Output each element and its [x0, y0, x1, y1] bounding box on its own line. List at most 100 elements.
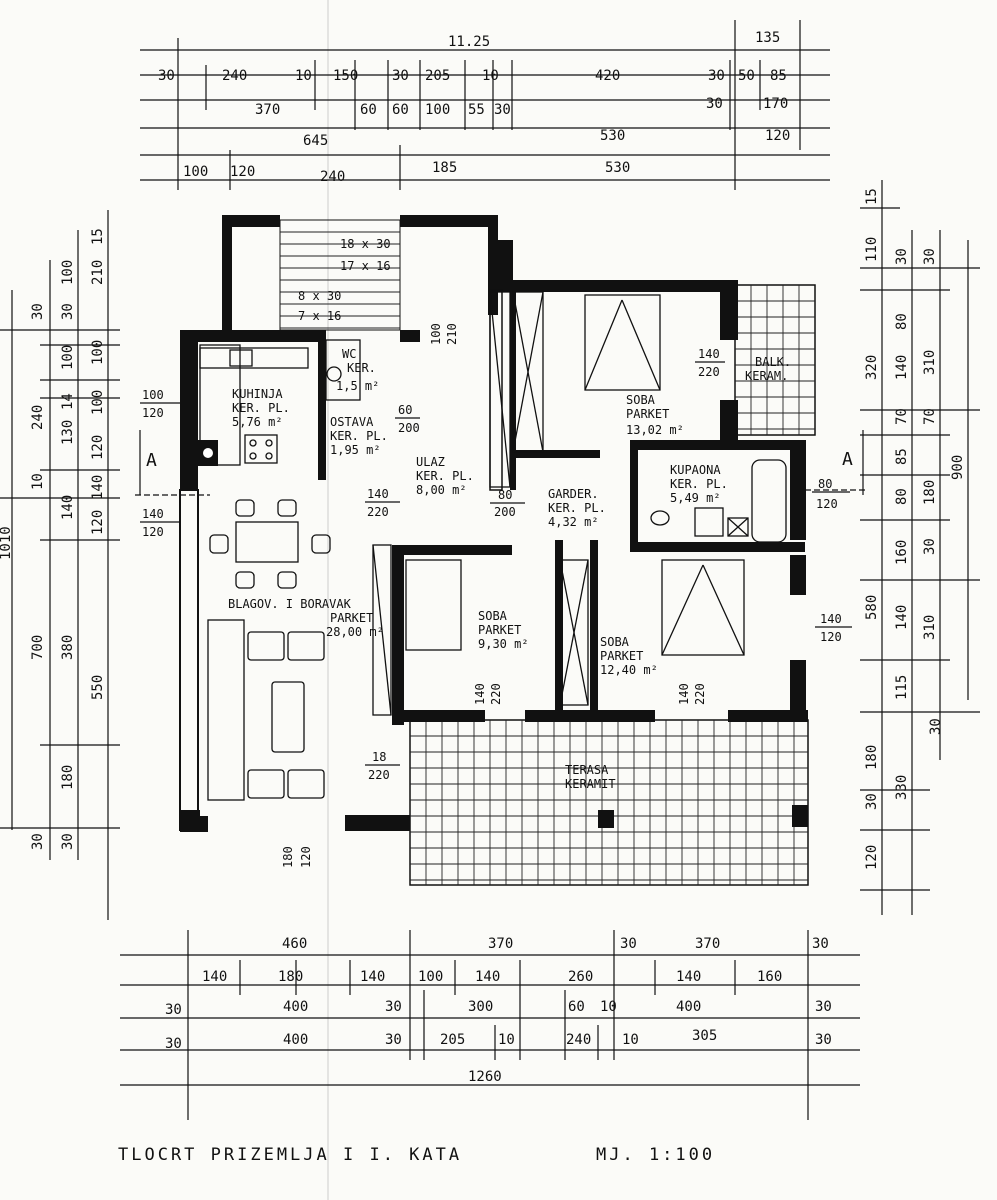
room-terasa-floor: KERAMIT: [565, 777, 616, 791]
dim-r3-1: 15: [864, 188, 880, 205]
dim-b3-4: 60: [568, 999, 585, 1015]
dim-l2-8: 180: [60, 765, 76, 790]
right-dimension-chains: 900 320 580 330 120 110 15 30 140 70 85 …: [860, 180, 980, 915]
dim-b4-2: 30: [385, 1032, 402, 1048]
dim-r3-10: 180: [864, 745, 880, 770]
dim-l3-4: 100: [90, 340, 106, 365]
open-blagov-s-w: 180: [281, 846, 295, 868]
dining-table: [235, 521, 299, 563]
dim-b3-7: 30: [815, 999, 832, 1015]
open-stair-h: 210: [445, 323, 459, 345]
open-soba2-h: 220: [489, 683, 503, 705]
open-kupaona-w: 80: [818, 477, 832, 491]
dim-r3-6: 80: [894, 488, 910, 505]
dim-t1-10: 85: [770, 68, 787, 84]
dim-t1-9: 50: [738, 68, 755, 84]
dim-r-330: 330: [894, 775, 910, 800]
dim-t4-2: 240: [320, 169, 345, 185]
room-kupaona-floor: KER. PL.: [670, 477, 728, 491]
room-soba1-floor: PARKET: [626, 407, 669, 421]
dim-b4-4: 10: [498, 1032, 515, 1048]
dim-b4-8: 30: [815, 1032, 832, 1048]
section-marks: A A: [135, 430, 865, 496]
open-blagov-s-h: 120: [299, 846, 313, 868]
room-blagov-name: BLAGOV. I BORAVAK: [228, 597, 352, 611]
open-terasa-w: 18: [372, 750, 386, 764]
dim-t3-0: 645: [303, 133, 328, 149]
toilet-icon: [326, 366, 342, 382]
open-ulaz-w: 140: [367, 487, 389, 501]
wardrobe-middle: [559, 559, 589, 706]
dim-b3-0: 30: [165, 1002, 182, 1018]
open-kuhinja-w: 100: [142, 388, 164, 402]
room-terasa-name: TERASA: [565, 763, 609, 777]
dim-t1-5: 205: [425, 68, 450, 84]
dim-b4-0: 30: [165, 1036, 182, 1052]
dim-b2-0: 140: [202, 969, 227, 985]
bottom-dimension-chains: 460 370 30 370 30 140 180 140 100 140 26…: [120, 930, 860, 1120]
dim-l2-7: 380: [60, 635, 76, 660]
dim-r3-11: 30: [864, 793, 880, 810]
dim-t2-6: 30: [706, 96, 723, 112]
dim-t2-4: 55: [468, 102, 485, 118]
room-balk-floor: KERAM.: [745, 369, 788, 383]
dim-b2-6: 140: [676, 969, 701, 985]
drawing-title: TLOCRT PRIZEMLJA I I. KATA: [118, 1145, 462, 1165]
dim-t2-2: 60: [392, 102, 409, 118]
dim-l2-1: 30: [60, 303, 76, 320]
room-kuhinja-area: 5,76 m²: [232, 415, 283, 429]
dim-l2-5: 140: [60, 495, 76, 520]
dim-b2-3: 100: [418, 969, 443, 985]
room-blagov-area: 28,00 m²: [326, 625, 384, 639]
section-mark-right: A: [842, 449, 853, 470]
open-soba2-w: 140: [473, 683, 487, 705]
dim-r4-6: 310: [922, 615, 938, 640]
dim-t4-0: 100: [183, 164, 208, 180]
dim-t2-7: 170: [763, 96, 788, 112]
dim-r3-8: 140: [894, 605, 910, 630]
open-soba3-h: 220: [693, 683, 707, 705]
kitchen-counter: [199, 344, 241, 466]
dim-b3-2: 30: [385, 999, 402, 1015]
open-kuhinja-h: 120: [142, 406, 164, 420]
section-mark-left: A: [146, 450, 157, 471]
dim-b3-1: 400: [283, 999, 308, 1015]
room-ulaz-area: 8,00 m²: [416, 483, 467, 497]
open-soba3-win-h: 120: [820, 630, 842, 644]
bed-room3: [661, 559, 745, 656]
wardrobe-master: [512, 291, 544, 453]
open-terasa-h: 220: [368, 768, 390, 782]
room-wc-name: WC: [342, 347, 356, 361]
dim-b4-3: 205: [440, 1032, 465, 1048]
room-balk-name: BALK.: [755, 355, 791, 369]
dim-t2-0: 370: [255, 102, 280, 118]
dim-l-700: 700: [30, 635, 46, 660]
sink-icon: [229, 349, 253, 367]
dim-l2-4: 120: [90, 435, 106, 460]
room-garder-area: 4,32 m²: [548, 515, 599, 529]
room-garder-name: GARDER.: [548, 487, 599, 501]
room-wc-area: 1,5 m²: [336, 379, 379, 393]
room-soba2-area: 9,30 m²: [478, 637, 529, 651]
dim-r4-5: 30: [922, 538, 938, 555]
dim-r3-4: 70: [894, 408, 910, 425]
dim-t1-7: 420: [595, 68, 620, 84]
bathtub-icon: [751, 459, 787, 543]
dim-t1-3: 150: [333, 68, 358, 84]
opening-dimensions: 100 120 140 120 140 220 80 200 60 200 10…: [140, 323, 852, 868]
room-labels: KUHINJA KER. PL. 5,76 m² WC KER. 1,5 m² …: [228, 347, 791, 791]
room-kuhinja-floor: KER. PL.: [232, 401, 290, 415]
dim-l2-0: 30: [30, 303, 46, 320]
room-ulaz-name: ULAZ: [416, 455, 445, 469]
dim-t1-8: 30: [708, 68, 725, 84]
dim-l3-0: 100: [60, 260, 76, 285]
room-soba3-area: 12,40 m²: [600, 663, 658, 677]
balcony: [734, 284, 816, 436]
dim-b1-0: 460: [282, 936, 307, 952]
left-dimension-chains: 240 10 700 1010 30 30 14 130 120 140 120…: [0, 210, 120, 920]
top-dimension-chains: 11.25 135 30 240 10 150 30 205 10 420 30…: [140, 20, 830, 190]
room-garder-floor: KER. PL.: [548, 501, 606, 515]
room-ulaz-floor: KER. PL.: [416, 469, 474, 483]
dim-l3-8: 30: [30, 833, 46, 850]
stair-label-1: 18 x 30: [340, 237, 391, 251]
